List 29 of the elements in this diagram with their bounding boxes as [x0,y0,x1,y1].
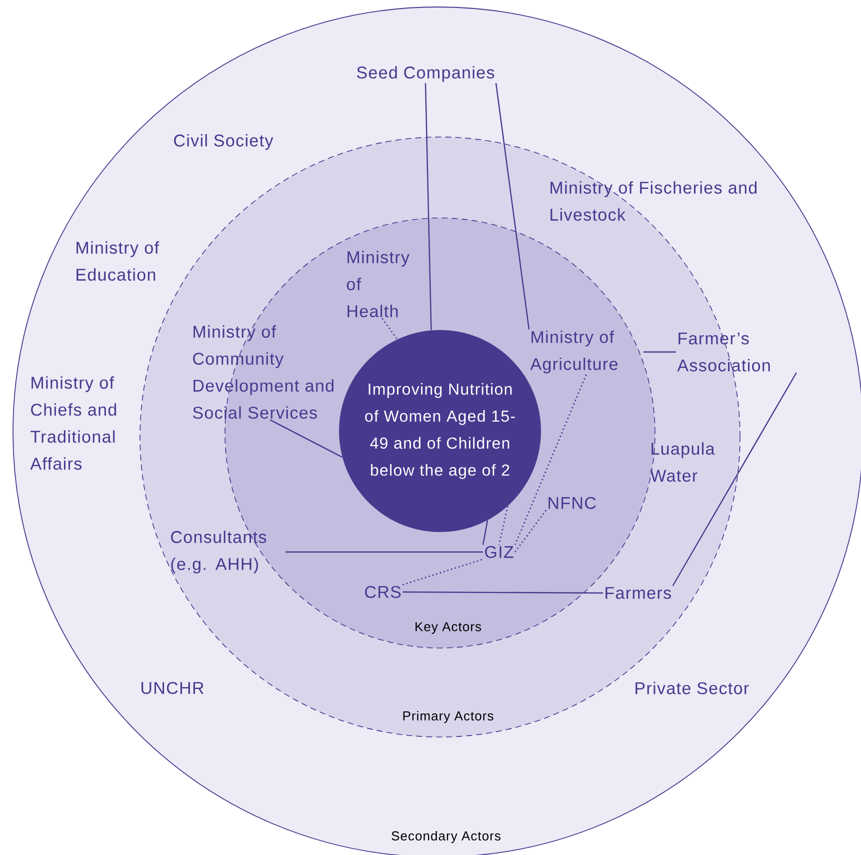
actor-label: Seed Companies [356,66,494,82]
actor-label: Ministry of Community Development and Social Services [192,325,334,419]
actor-label: Luapula Water [650,442,715,482]
actor-label: Civil Society [174,134,274,150]
connector-line [514,374,587,546]
actor-label: GIZ [485,546,514,558]
actor-label: Ministry of Health [346,250,410,318]
connector-line [482,520,488,545]
connector-line [514,510,547,552]
connector-line [402,591,604,594]
actor-label: Ministry of Fischeries and Livestock [550,181,757,221]
connector-line [382,318,398,340]
connector-line [285,551,483,553]
actor-label: UNCHR [142,682,204,694]
actor-label: Farmer’s Association [677,332,770,372]
connector-line [498,506,508,545]
connector-line [495,83,530,330]
actor-label: Ministry of Education [76,241,160,281]
actor-label: Consultants (e.g. AHH) [171,530,266,574]
connector-line [672,372,797,586]
actor-label: NFNC [548,497,596,510]
actor-label: CRS [365,586,401,598]
actor-label: Private Sector [636,682,749,694]
connector-line [270,419,343,458]
connector-line [402,558,484,586]
connector-line [424,83,432,330]
actor-label: Ministry of Chiefs and Traditional Affairs [30,376,116,470]
actor-label: Farmers [606,587,671,599]
connector-line [643,351,676,353]
